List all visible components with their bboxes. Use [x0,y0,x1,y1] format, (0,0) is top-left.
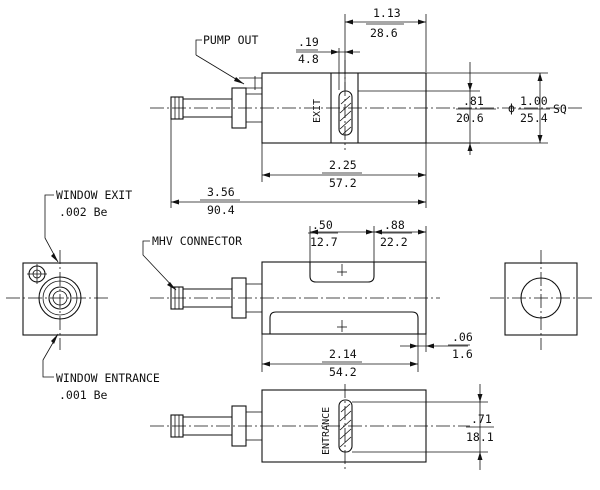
dim-2-25: 2.25 57.2 [261,143,427,190]
side-view [150,261,440,335]
dim-0-50-in: .50 [312,218,333,232]
dim-1-13-mm: 28.6 [370,26,398,40]
dim-0-88: .88 22.2 [374,218,427,262]
dim-0-71-in: .71 [471,412,492,426]
dim-3-56: 3.56 90.4 [170,119,427,217]
window-entrance-spec: .001 Be [59,388,108,402]
dim-2-25-mm: 57.2 [329,176,357,190]
right-end-view [490,250,592,350]
pump-out-label: PUMP OUT [203,33,258,47]
window-entrance-callout: WINDOW ENTRANCE .001 Be [42,333,160,402]
dim-0-50: .50 12.7 [308,218,375,262]
dim-0-81-mm: 20.6 [456,111,484,125]
dim-2-25-in: 2.25 [329,158,357,172]
top-view: EXIT [150,60,585,150]
dim-1-00-in: 1.00 [520,94,548,108]
dim-0-81: .81 20.6 [358,62,496,155]
dim-0-19-in: .19 [298,35,319,49]
dim-1-00: ϕ 1.00 25.4 SQ [426,72,567,144]
dim-1-13-in: 1.13 [373,6,401,20]
mhv-connector-callout: MHV CONNECTOR [142,234,242,291]
dim-0-06: .06 1.6 [400,330,473,361]
dim-0-71-mm: 18.1 [466,430,494,444]
pump-out-callout: PUMP OUT [195,33,258,85]
dim-0-88-mm: 22.2 [380,235,408,249]
dim-0-88-in: .88 [384,218,405,232]
dim-0-06-mm: 1.6 [452,347,473,361]
bottom-view: ENTRANCE [150,384,470,470]
dim-1-00-prefix: ϕ [508,101,515,115]
dim-1-00-mm: 25.4 [520,111,548,125]
exit-text: EXIT [312,99,323,123]
dim-0-81-in: .81 [463,94,484,108]
window-exit-callout: WINDOW EXIT .002 Be [44,188,132,263]
window-exit-spec: .002 Be [59,205,108,219]
window-entrance-label: WINDOW ENTRANCE [56,371,160,385]
left-end-view [6,250,110,350]
dim-2-14-in: 2.14 [329,347,357,361]
dim-0-71: .71 18.1 [352,384,494,470]
dim-0-19-mm: 4.8 [298,52,319,66]
entrance-text: ENTRANCE [321,407,332,455]
dim-3-56-mm: 90.4 [207,203,235,217]
dim-0-19: .19 4.8 [296,35,360,90]
dim-0-06-in: .06 [452,330,473,344]
dim-2-14-mm: 54.2 [329,365,357,379]
dim-1-00-suffix: SQ [553,102,567,116]
mhv-connector-label: MHV CONNECTOR [152,234,242,248]
dim-0-50-mm: 12.7 [310,235,338,249]
dim-2-14: 2.14 54.2 [261,334,419,379]
window-exit-label: WINDOW EXIT [56,188,132,202]
dim-3-56-in: 3.56 [207,185,235,199]
dim-1-13: 1.13 28.6 [344,6,427,90]
